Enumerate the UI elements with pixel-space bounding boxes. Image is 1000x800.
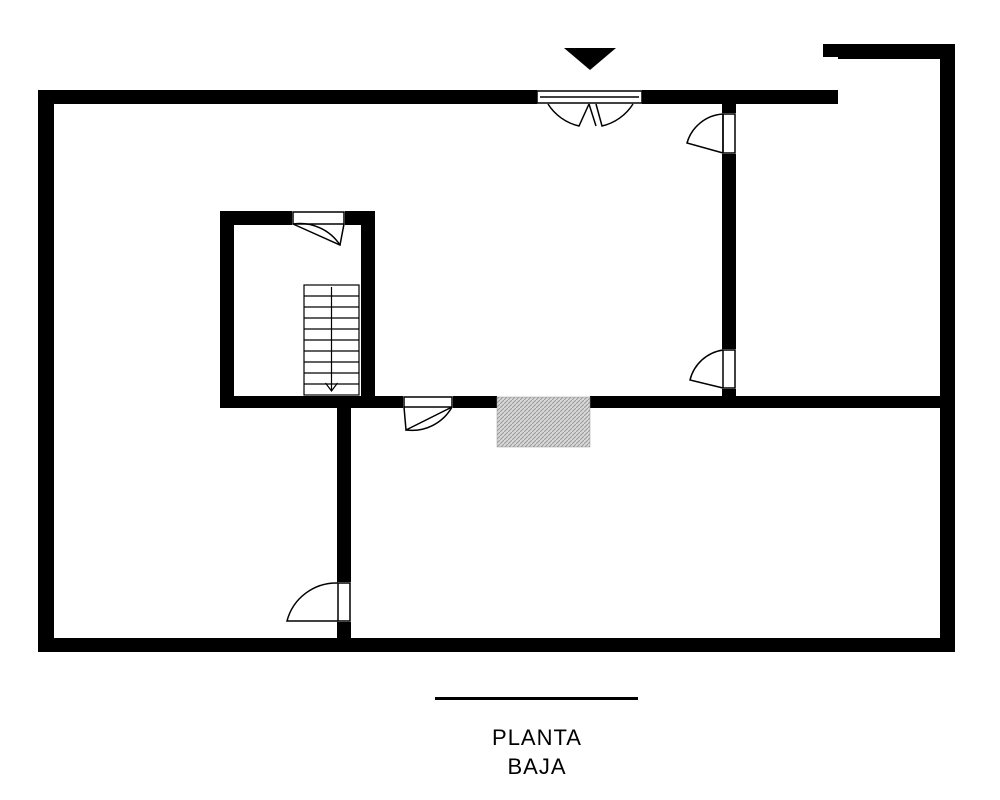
stair-landing-hatch	[496, 396, 591, 448]
entrance-double-door	[536, 90, 643, 127]
plan-caption-line1: PLANTA	[492, 725, 582, 750]
middle-door-opening	[403, 395, 453, 409]
right-door-bottom	[689, 349, 736, 389]
right-door-top	[686, 113, 736, 154]
stair-direction-arrow-icon	[325, 382, 338, 392]
outer-walls	[38, 44, 955, 652]
stair-wall-left	[220, 211, 234, 408]
lower-door	[286, 582, 351, 622]
caption-rule	[435, 697, 638, 700]
lower-door-opening	[336, 582, 352, 622]
right-door-opening-top	[721, 113, 737, 154]
plan-caption-line2: BAJA	[507, 754, 567, 779]
right-room-wall	[722, 104, 736, 402]
doors	[286, 90, 736, 622]
right-door-opening-bottom	[721, 349, 737, 389]
interior-walls	[220, 104, 940, 640]
staircase	[303, 284, 360, 396]
stair-door	[292, 211, 345, 247]
outer-wall	[38, 44, 955, 652]
middle-door	[403, 396, 453, 432]
stair-wall-right	[361, 211, 375, 408]
entrance-arrow-icon	[564, 48, 616, 70]
stair-door-opening	[292, 210, 345, 226]
